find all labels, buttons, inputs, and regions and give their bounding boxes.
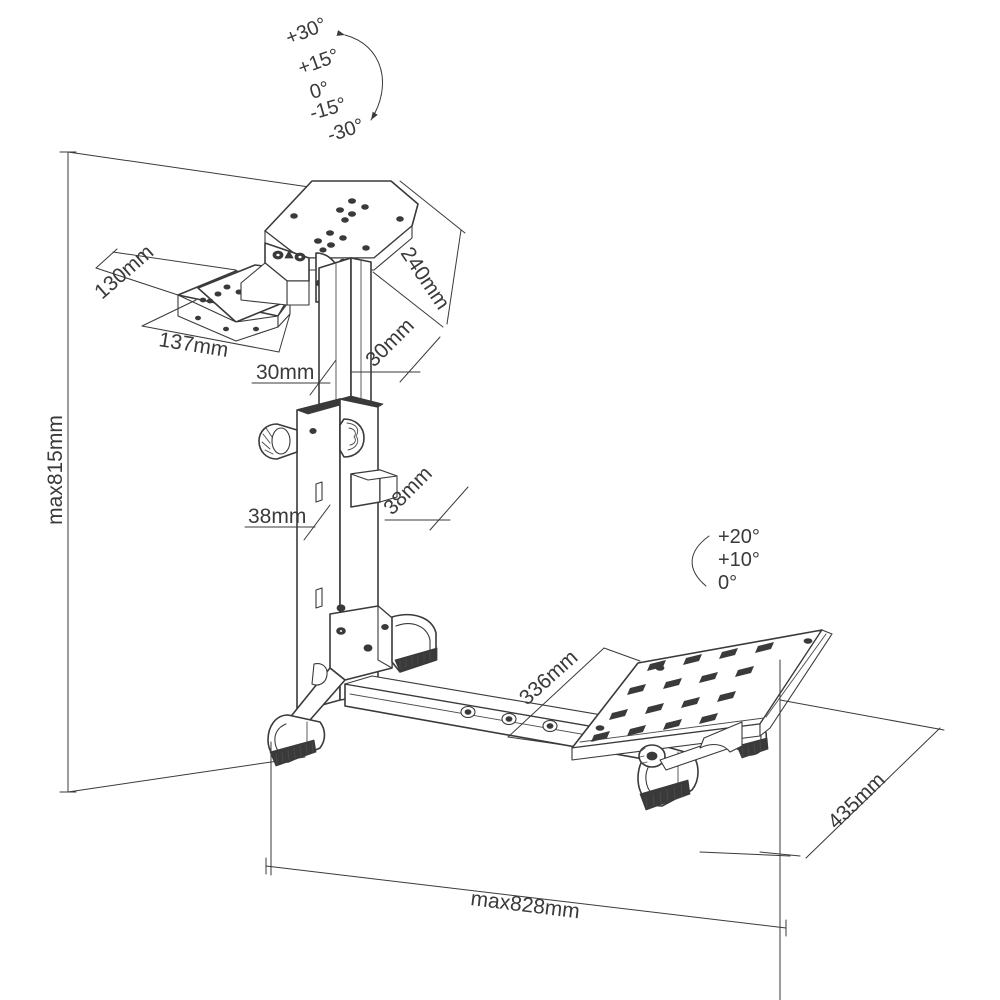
ktilt-value-zero: 0° [718, 572, 737, 594]
height-dim-label: max815mm [44, 415, 67, 525]
hub-bolt-c [336, 604, 346, 612]
cable-management-bracket [350, 469, 398, 508]
height-adjust-knob[interactable] [258, 423, 298, 460]
dim336-line [507, 647, 605, 738]
tray-support-hinge [699, 721, 743, 753]
secondary-knob-coil-b [348, 427, 356, 446]
keyboard-tilt-indicator: +20° +10° 0° [691, 526, 760, 594]
dim240-ext-a [399, 180, 466, 234]
keyboard-tilt-arc [691, 535, 710, 587]
dim137-ext-a [141, 299, 197, 327]
tilt-value-plus15: +15° [295, 45, 342, 80]
tray-pivot-grip [639, 747, 648, 764]
bracket-bolt-right-hole [297, 254, 303, 260]
dim240-label: 240mm [396, 243, 454, 314]
secondary-knob-body[interactable] [339, 418, 365, 458]
monitor-tilt-indicator: +30° +15° 0° -15° -30° [283, 14, 383, 147]
plate-hole-bottom [362, 245, 370, 251]
secondary-knob-coil-a [346, 422, 359, 451]
keyboard-tray [571, 629, 833, 771]
dim130-ext [112, 251, 237, 271]
dim130-label: 130mm [90, 240, 158, 303]
caster-left-tread-lines [275, 741, 314, 765]
dim137-ext-b [278, 313, 291, 353]
hub-bolt-d [381, 624, 389, 631]
caster-rear-tread-lines [399, 651, 431, 670]
dim336-ext-b [603, 647, 641, 662]
bracket-bolt-left-hole [275, 252, 281, 258]
dim30l-label: 30mm [256, 361, 314, 384]
dim137-line [141, 325, 280, 353]
dim336-ext-a [507, 736, 565, 746]
dim435-ext-bottom [759, 851, 801, 857]
vesa-hole-group-lower [313, 230, 347, 253]
base-hub-side [377, 605, 393, 669]
height-ext-top [67, 151, 331, 191]
dim38l-label: 38mm [248, 505, 306, 528]
hub-bolt-b [363, 644, 373, 652]
dimension-height: max815mm [44, 151, 331, 793]
dimension-post-38-left: 38mm [244, 504, 331, 541]
base-arm-left [267, 663, 346, 767]
cable-clip-lower [315, 587, 323, 609]
tray-inner-edge [579, 717, 765, 743]
dim130-line [95, 267, 179, 296]
dim130-tick [95, 248, 118, 269]
dim435-ext-top [779, 699, 945, 731]
dimension-post-38-right: 38mm [379, 462, 469, 531]
dim435-base-line [699, 851, 791, 857]
dim30l-ext [309, 359, 337, 396]
keyboard-tray-side [759, 629, 833, 737]
sleeve-top-cap-side [339, 395, 384, 408]
base-joint-hub [329, 604, 393, 681]
dim240-ext-b [372, 271, 444, 328]
tilt-bracket-lower [286, 280, 310, 306]
height-ext-bottom [67, 756, 306, 793]
dim828-label: max828mm [469, 887, 581, 923]
beam-bolt-3-center [546, 723, 554, 729]
dim828-line [265, 865, 787, 929]
caster-left-tread [269, 739, 317, 767]
beam-bolt-2-center [505, 716, 513, 722]
dim30r-ext [399, 336, 441, 383]
dim240-line [446, 229, 462, 325]
keyboard-tray-vent-slots [591, 638, 813, 742]
tilt-bracket-arm [240, 262, 288, 306]
dim435-label: 435mm [823, 768, 889, 833]
tray-pivot-center [646, 751, 658, 761]
bracket-marker-triangle [284, 250, 294, 259]
caster-rear [391, 613, 438, 673]
tilt-value-plus30: +30° [283, 14, 330, 50]
monitor-tilt-arc [336, 30, 383, 121]
vesa-hole-group-upper [335, 198, 369, 223]
plate-hole-right [396, 216, 404, 222]
tray-side-edge [765, 633, 827, 718]
caster-right-tread [639, 779, 691, 811]
plate-hole-left [290, 213, 298, 219]
beam-bolt-1-center [464, 709, 472, 715]
caster-rear-tread [394, 647, 438, 673]
knob-grip-lines [261, 427, 274, 455]
monitor-mount-plate [264, 180, 419, 271]
caster-rear-edge [395, 623, 431, 663]
caster-far-right-tread-lines [741, 741, 762, 758]
sleeve-pin-hole [309, 427, 317, 434]
dim435-line [805, 727, 941, 859]
caster-right-tread-lines [645, 784, 683, 809]
cable-bracket-top [350, 469, 398, 481]
ktilt-value-plus20: +20° [718, 526, 760, 548]
base-arm-left-knuckle [311, 663, 328, 686]
cable-clip-upper [315, 481, 323, 503]
knob-hub [271, 427, 291, 455]
ktilt-value-plus10: +10° [718, 549, 760, 571]
keyboard-tray-pivot[interactable] [638, 744, 666, 768]
secondary-knob[interactable] [339, 418, 365, 458]
hub-bolt-a-hole [338, 629, 344, 633]
dimension-post-30-left: 30mm [251, 359, 337, 396]
dim38l-ext [303, 504, 331, 541]
dim38r-ext [429, 486, 469, 531]
